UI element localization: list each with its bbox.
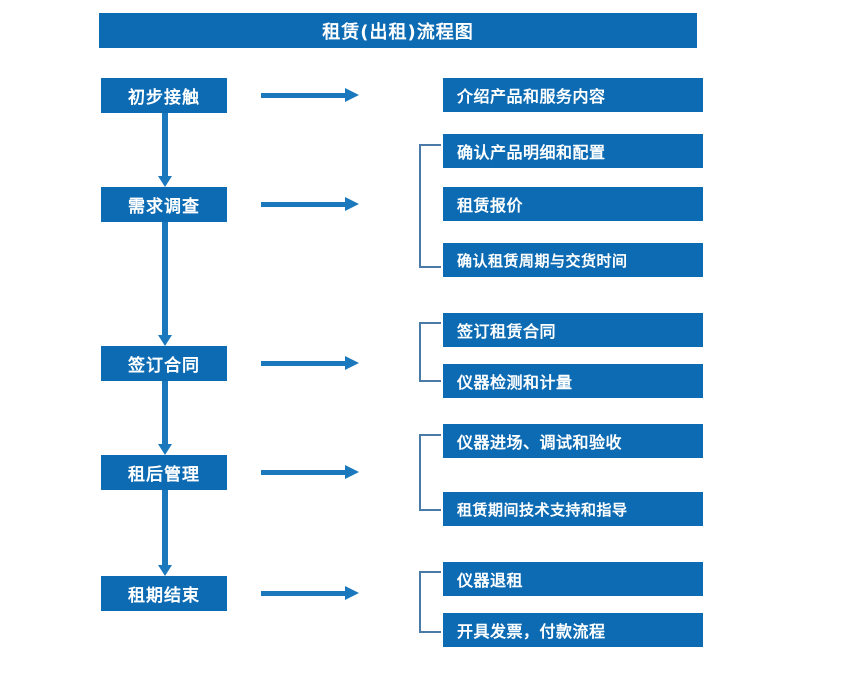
arrow-head xyxy=(345,88,359,102)
down-arrow-icon-1 xyxy=(157,113,173,187)
arrow-head xyxy=(345,356,359,370)
arrow-shaft xyxy=(162,490,168,565)
arrow-shaft xyxy=(261,361,347,366)
stage-box-4[interactable]: 租后管理 xyxy=(101,455,227,490)
detail-box-3[interactable]: 租赁报价 xyxy=(443,187,703,221)
stage-box-2[interactable]: 需求调查 xyxy=(101,187,227,222)
stage-box-5[interactable]: 租期结束 xyxy=(101,576,227,611)
arrow-head xyxy=(345,465,359,479)
down-arrow-icon-4 xyxy=(157,490,173,576)
right-arrow-icon-1 xyxy=(261,87,361,103)
bracket-connector-2 xyxy=(419,322,441,382)
arrow-head xyxy=(158,335,172,346)
bracket-connector-3 xyxy=(419,434,441,511)
arrow-shaft xyxy=(261,93,347,98)
arrow-head xyxy=(345,586,359,600)
arrow-head xyxy=(158,176,172,187)
arrow-shaft xyxy=(261,202,347,207)
right-arrow-icon-2 xyxy=(261,196,361,212)
stage-box-3[interactable]: 签订合同 xyxy=(101,346,227,381)
detail-box-9[interactable]: 仪器退租 xyxy=(443,562,703,596)
arrow-head xyxy=(158,565,172,576)
arrow-shaft xyxy=(261,591,347,596)
right-arrow-icon-5 xyxy=(261,585,361,601)
detail-box-2[interactable]: 确认产品明细和配置 xyxy=(443,134,703,168)
arrow-shaft xyxy=(162,113,168,176)
detail-box-10[interactable]: 开具发票，付款流程 xyxy=(443,613,703,647)
arrow-shaft xyxy=(162,222,168,335)
down-arrow-icon-2 xyxy=(157,222,173,346)
arrow-shaft xyxy=(162,381,168,444)
stage-box-1[interactable]: 初步接触 xyxy=(101,78,227,113)
bracket-connector-4 xyxy=(419,571,441,633)
down-arrow-icon-3 xyxy=(157,381,173,455)
right-arrow-icon-4 xyxy=(261,464,361,480)
arrow-head xyxy=(345,197,359,211)
right-arrow-icon-3 xyxy=(261,355,361,371)
arrow-head xyxy=(158,444,172,455)
detail-box-4[interactable]: 确认租赁周期与交货时间 xyxy=(443,243,703,277)
detail-box-7[interactable]: 仪器进场、调试和验收 xyxy=(443,424,703,458)
detail-box-5[interactable]: 签订租赁合同 xyxy=(443,313,703,347)
detail-box-8[interactable]: 租赁期间技术支持和指导 xyxy=(443,492,703,526)
detail-box-1[interactable]: 介绍产品和服务内容 xyxy=(443,78,703,112)
bracket-connector-1 xyxy=(419,144,441,268)
detail-box-6[interactable]: 仪器检测和计量 xyxy=(443,364,703,398)
flowchart-title: 租赁(出租)流程图 xyxy=(99,13,697,48)
arrow-shaft xyxy=(261,470,347,475)
